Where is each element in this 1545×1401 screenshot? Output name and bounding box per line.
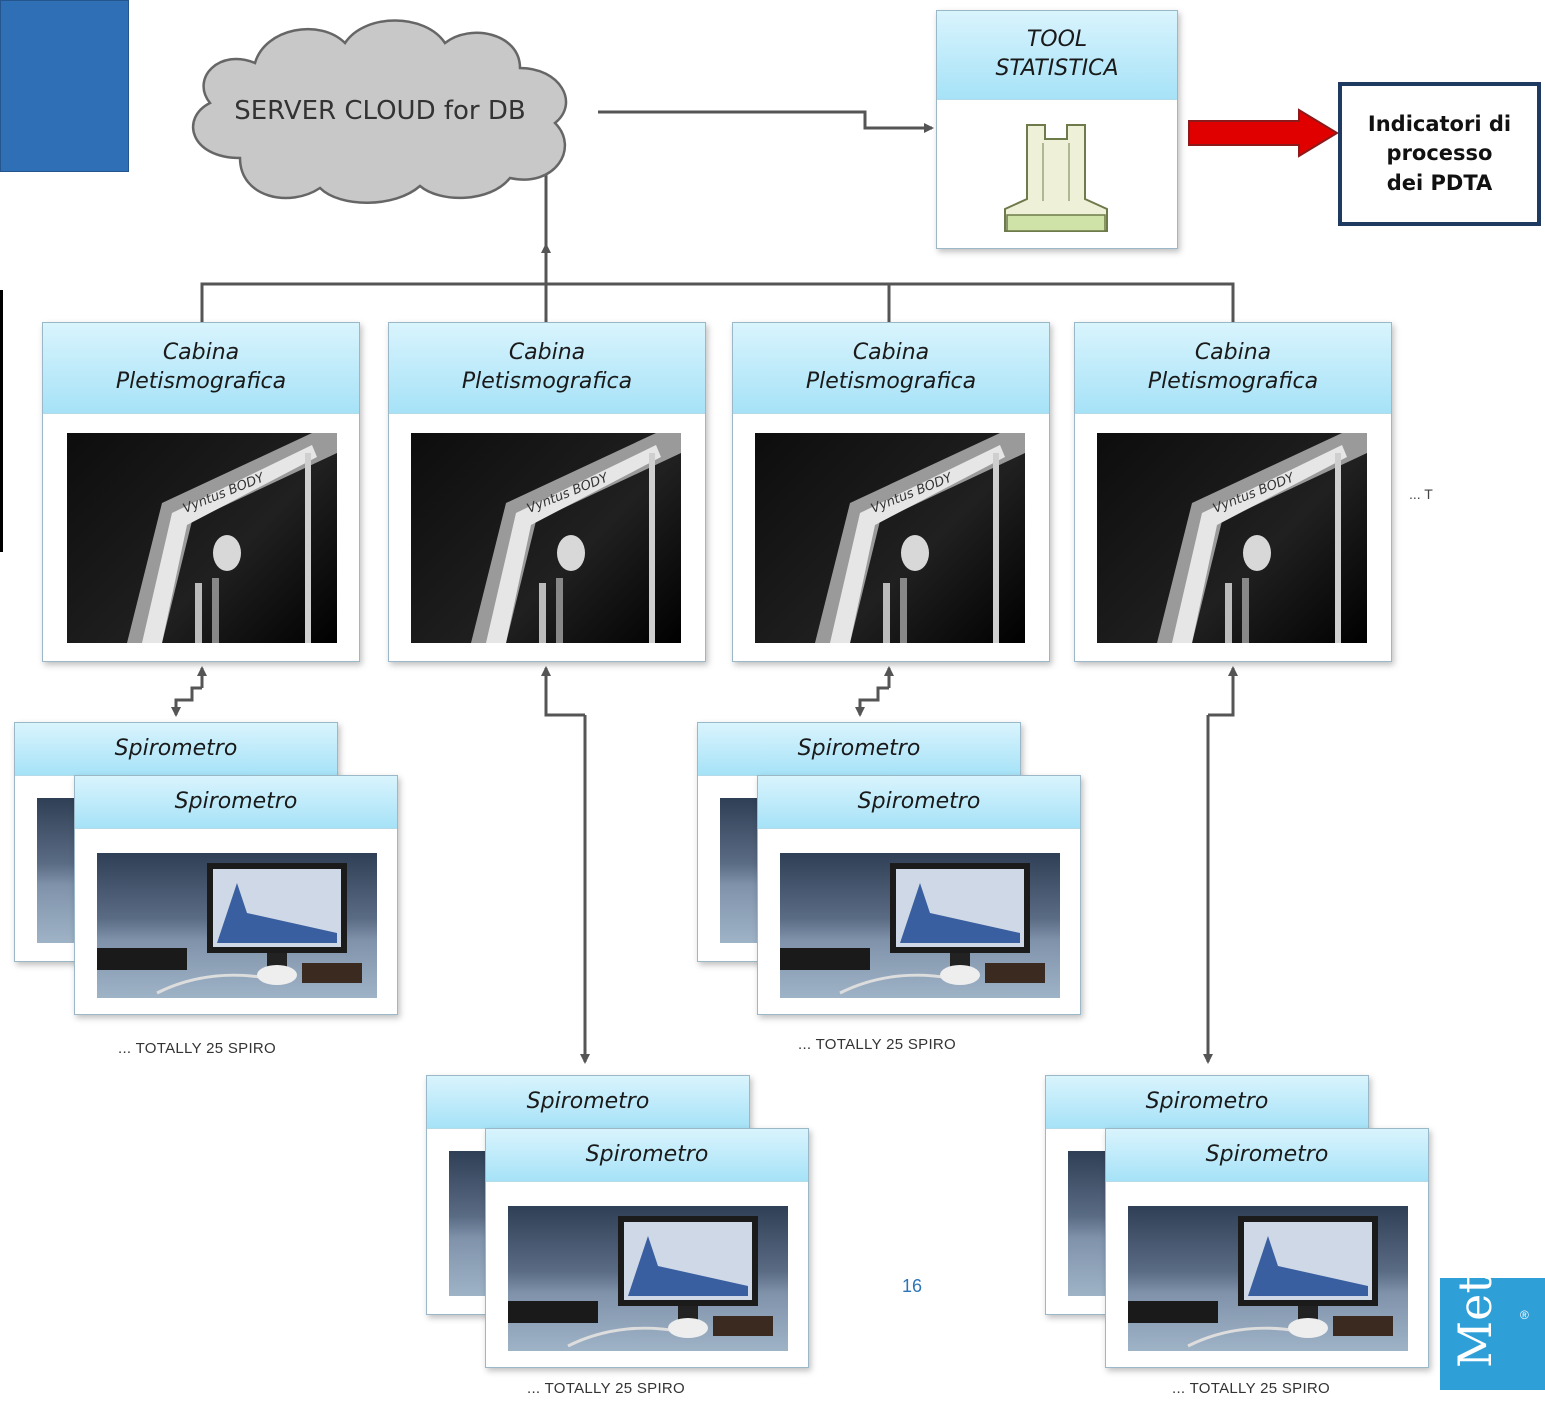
- cloud-to-tool-arrow: [598, 110, 934, 133]
- spiro-title: Spirometro: [585, 1141, 709, 1167]
- cloud-icon: [192, 19, 568, 204]
- cabina-title-line2: Pletismografica: [805, 369, 977, 394]
- cloud-label: SERVER CLOUD for DB: [234, 96, 526, 126]
- spiro-header: Spirometro: [1046, 1076, 1368, 1129]
- indicator-line3: dei PDTA: [1386, 170, 1493, 195]
- tool-header: TOOL STATISTICA: [937, 11, 1177, 100]
- cabina-header: Cabina Pletismografica: [1075, 323, 1391, 414]
- tool-statistica-node: TOOL STATISTICA: [936, 10, 1178, 249]
- spiro-title: Spirometro: [174, 788, 298, 814]
- cabina-header: Cabina Pletismografica: [43, 323, 359, 414]
- cabina-header: Cabina Pletismografica: [733, 323, 1049, 414]
- red-arrow-icon: [1188, 108, 1339, 158]
- decorative-blue-block: [0, 0, 129, 172]
- continuation-text: ... T: [1409, 486, 1433, 502]
- indicator-line2: processo: [1386, 141, 1493, 166]
- tool-title-line2: STATISTICA: [995, 56, 1119, 81]
- spiro-group-caption: ... TOTALLY 25 SPIRO: [527, 1380, 686, 1397]
- statistics-tool-icon: [1004, 124, 1108, 232]
- spiro-header: Spirometro: [15, 723, 337, 776]
- logo-text: Metis: [1448, 1278, 1502, 1368]
- tool-title-line1: TOOL: [1026, 27, 1088, 53]
- spiro-title: Spirometro: [114, 735, 238, 761]
- cabina-title-line1: Cabina: [852, 340, 930, 366]
- spiro-group-caption: ... TOTALLY 25 SPIRO: [798, 1036, 957, 1053]
- cabina-bus-line: [200, 282, 1235, 322]
- cabina-node-3: Cabina Pletismografica Vyntus BODY: [732, 322, 1050, 662]
- spiro-title: Spirometro: [1145, 1088, 1269, 1114]
- cabina-node-4: Cabina Pletismografica Vyntus BODY: [1074, 322, 1392, 662]
- page-number: 16: [902, 1276, 923, 1296]
- spiro-group-caption: ... TOTALLY 25 SPIRO: [118, 1040, 277, 1057]
- spiro-header: Spirometro: [1106, 1129, 1428, 1182]
- cabina-title-line1: Cabina: [162, 340, 240, 366]
- logo-registered-mark: ®: [1520, 1308, 1529, 1322]
- spiro-photo: [780, 853, 1060, 998]
- spiro-header: Spirometro: [698, 723, 1020, 776]
- cabina-photo: Vyntus BODY: [1097, 433, 1367, 643]
- cabina-title-line2: Pletismografica: [461, 369, 633, 394]
- cabina-title-line2: Pletismografica: [115, 369, 287, 394]
- cabina-node-1: Cabina Pletismografica Vyntus BODY: [42, 322, 360, 662]
- spiro-card-front: Spirometro: [74, 775, 398, 1015]
- decorative-left-bar: [0, 290, 3, 552]
- cabina-title-line2: Pletismografica: [1147, 369, 1319, 394]
- cabina-photo: Vyntus BODY: [411, 433, 681, 643]
- spiro-header: Spirometro: [486, 1129, 808, 1182]
- spiro-photo: [1128, 1206, 1408, 1351]
- indicator-line1: Indicatori di: [1367, 111, 1512, 136]
- spiro-header: Spirometro: [427, 1076, 749, 1129]
- cabina-node-2: Cabina Pletismografica Vyntus BODY: [388, 322, 706, 662]
- spiro-title: Spirometro: [526, 1088, 650, 1114]
- spiro-card-front: Spirometro: [485, 1128, 809, 1368]
- cabina-title-line1: Cabina: [508, 340, 586, 366]
- spiro-header: Spirometro: [758, 776, 1080, 829]
- spiro-photo: [97, 853, 377, 998]
- spiro-title: Spirometro: [797, 735, 921, 761]
- spiro-title: Spirometro: [857, 788, 981, 814]
- indicator-box: Indicatori di processo dei PDTA: [1338, 82, 1541, 226]
- cabina-photo: Vyntus BODY: [755, 433, 1025, 643]
- spiro-group-caption: ... TOTALLY 25 SPIRO: [1172, 1380, 1331, 1397]
- cabina-title-line1: Cabina: [1194, 340, 1272, 366]
- spiro-card-front: Spirometro: [757, 775, 1081, 1015]
- spiro-card-front: Spirometro: [1105, 1128, 1429, 1368]
- server-cloud: SERVER CLOUD for DB: [160, 8, 600, 208]
- spiro-header: Spirometro: [75, 776, 397, 829]
- spiro-title: Spirometro: [1205, 1141, 1329, 1167]
- cabina-photo: Vyntus BODY: [67, 433, 337, 643]
- spiro-photo: [508, 1206, 788, 1351]
- cabina-header: Cabina Pletismografica: [389, 323, 705, 414]
- metis-logo: Metis ®: [1440, 1278, 1545, 1390]
